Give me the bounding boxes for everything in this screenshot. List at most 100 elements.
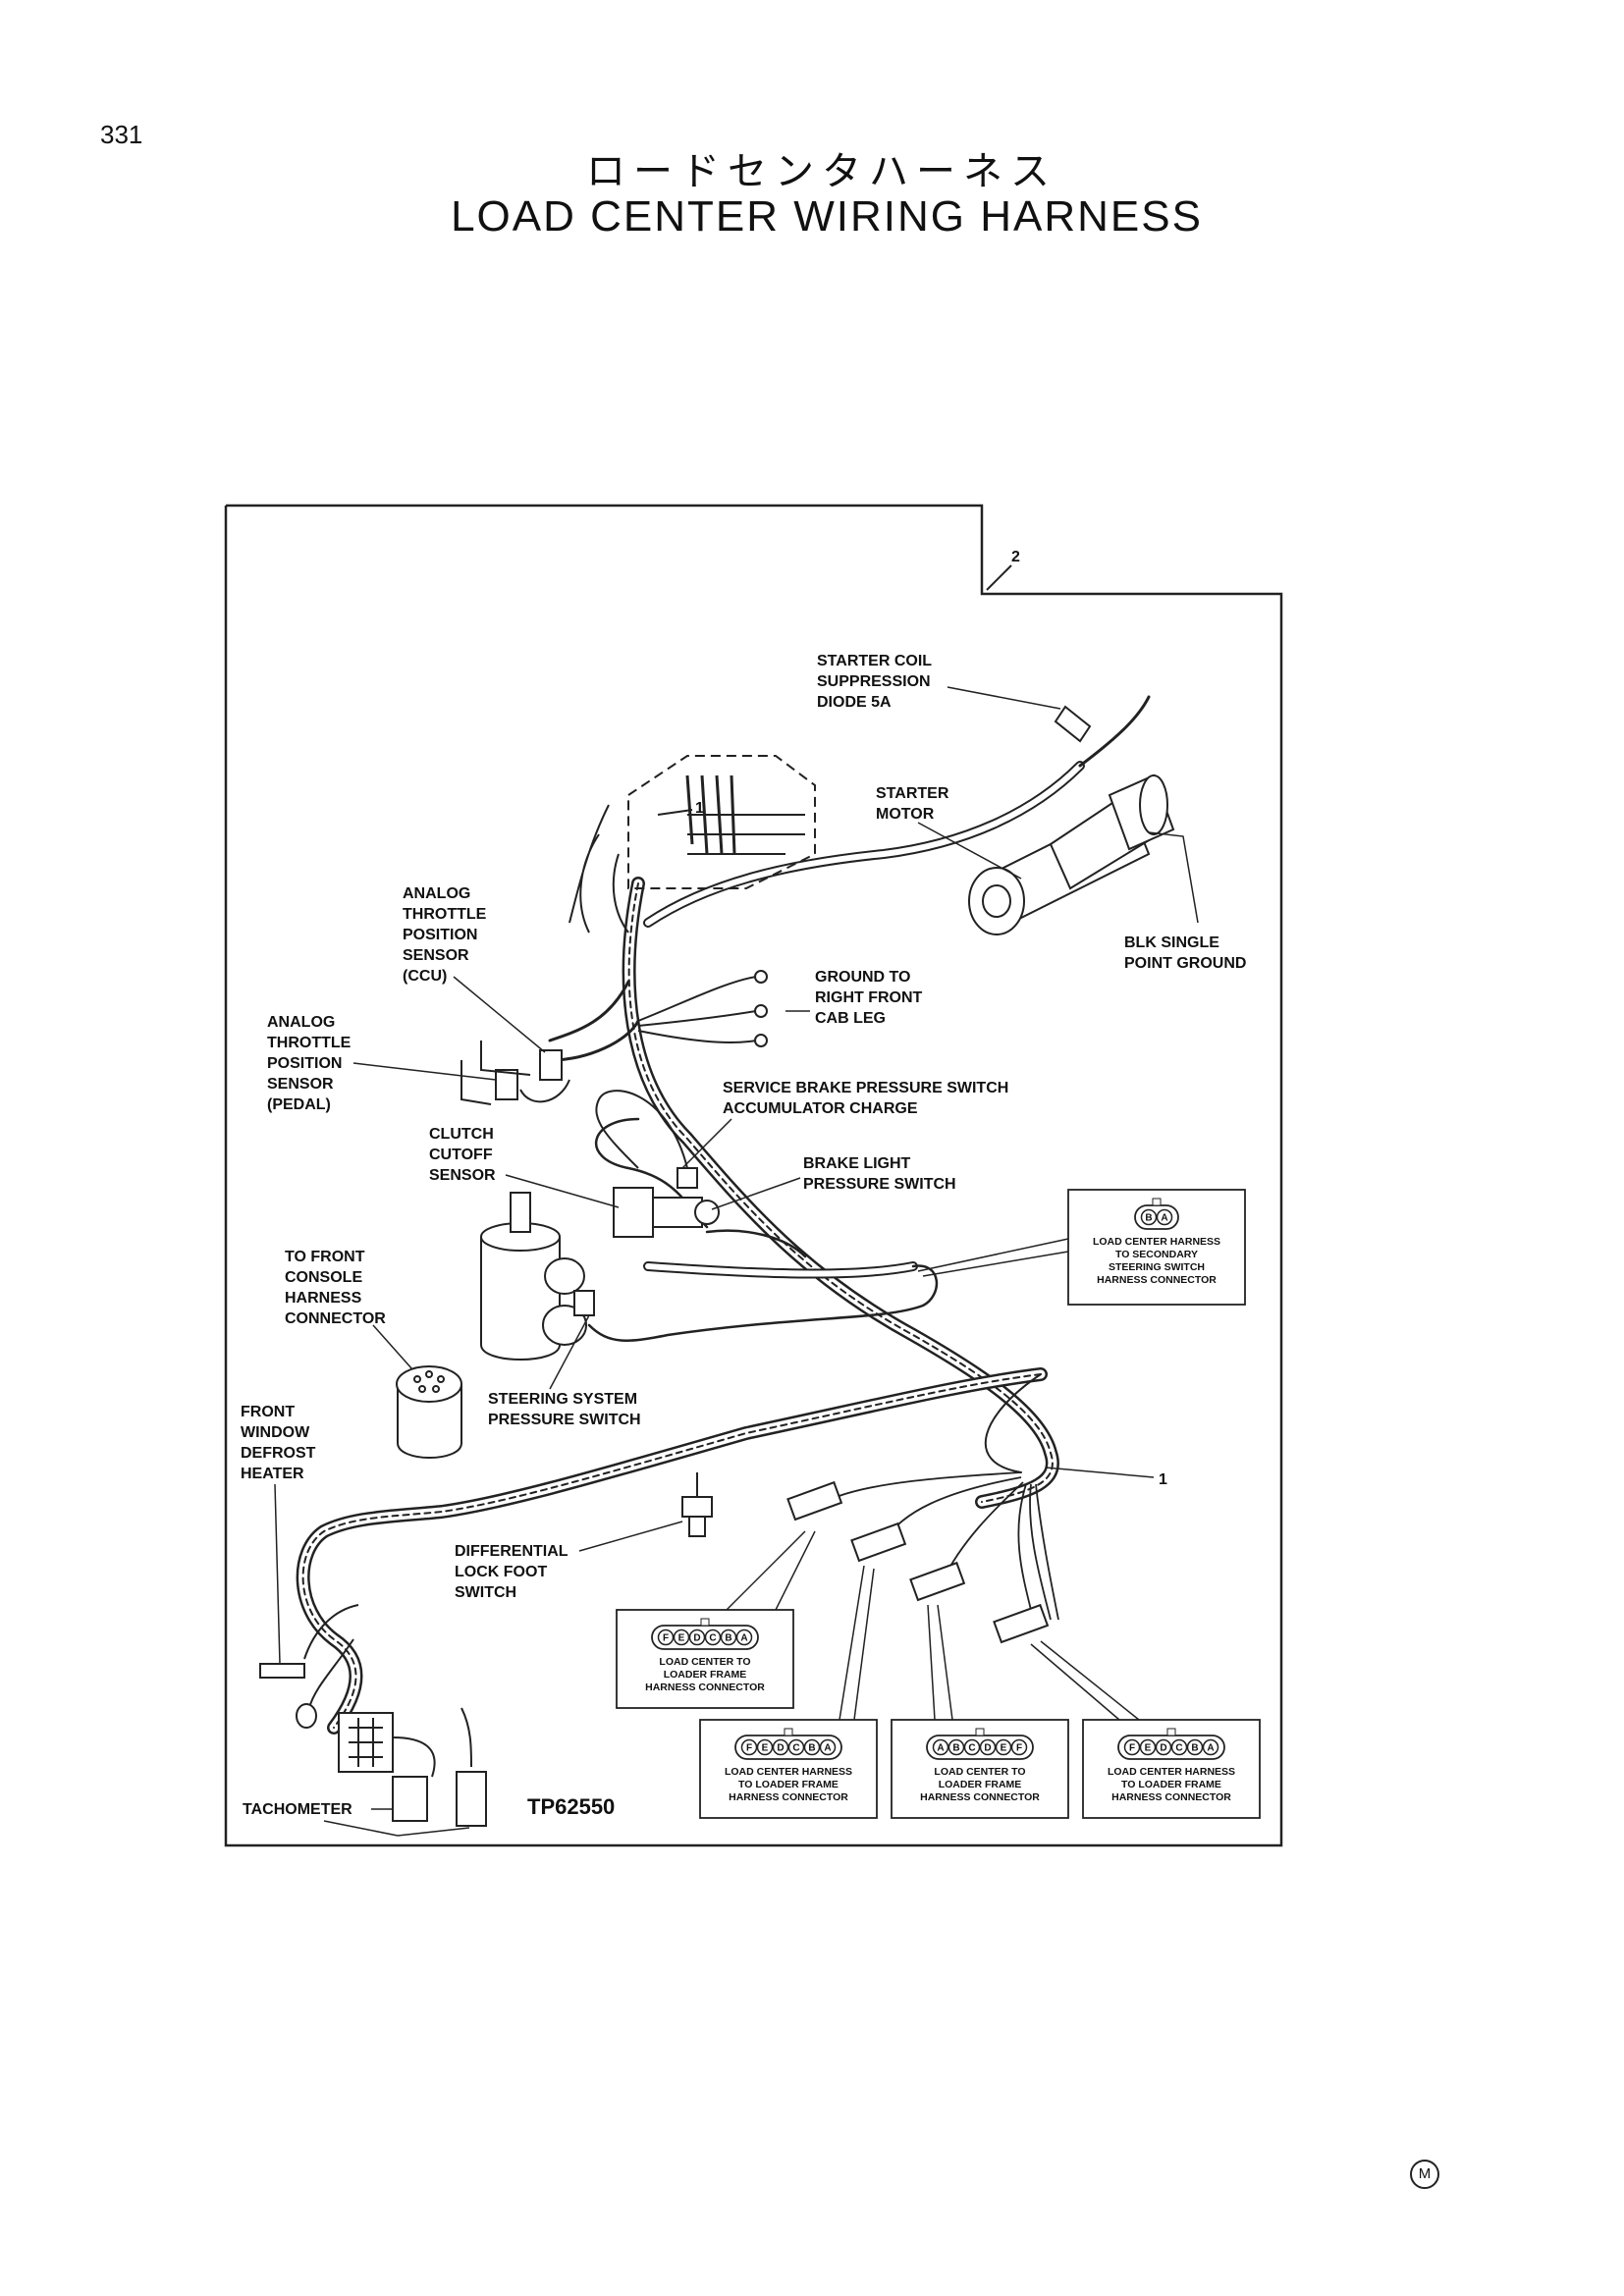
svg-text:SENSOR: SENSOR xyxy=(403,947,469,964)
svg-text:PRESSURE SWITCH: PRESSURE SWITCH xyxy=(488,1412,641,1428)
svg-text:SERVICE BRAKE PRESSURE SWITCH: SERVICE BRAKE PRESSURE SWITCH xyxy=(723,1080,1008,1096)
item1-leader xyxy=(1045,1467,1155,1478)
connector-caption-line: LOADER FRAME xyxy=(664,1669,747,1681)
connector-pin xyxy=(932,1738,949,1756)
starter-coil-diode xyxy=(1054,705,1092,743)
svg-text:POINT GROUND: POINT GROUND xyxy=(1124,955,1246,972)
item2-leader xyxy=(986,564,1012,591)
throttle-sensors xyxy=(460,1041,570,1105)
connector-pin-label: B xyxy=(1191,1743,1198,1754)
svg-text:WINDOW: WINDOW xyxy=(241,1424,310,1441)
diff-lock-label: DIFFERENTIAL LOCK FOOT SWITCH xyxy=(455,1521,683,1601)
service-brake-label: SERVICE BRAKE PRESSURE SWITCH ACCUMULATO… xyxy=(681,1080,1008,1169)
connector-caption-line: LOAD CENTER TO xyxy=(934,1766,1025,1778)
svg-text:CONSOLE: CONSOLE xyxy=(285,1269,362,1286)
svg-text:SUPPRESSION: SUPPRESSION xyxy=(817,673,931,690)
connector-pin-label: E xyxy=(762,1743,769,1754)
svg-text:THROTTLE: THROTTLE xyxy=(267,1035,352,1051)
connector-pin xyxy=(963,1738,981,1756)
svg-text:MOTOR: MOTOR xyxy=(876,806,935,823)
connector-pin xyxy=(947,1738,965,1756)
svg-text:CUTOFF: CUTOFF xyxy=(429,1147,493,1163)
connector-pin xyxy=(803,1738,821,1756)
connector-key xyxy=(1166,1728,1176,1736)
connector-pin xyxy=(673,1629,690,1646)
connector-key xyxy=(784,1728,793,1736)
brake-light-label: BRAKE LIGHT PRESSURE SWITCH xyxy=(711,1155,956,1210)
connector-pin-label: A xyxy=(1161,1213,1167,1224)
svg-text:DIODE 5A: DIODE 5A xyxy=(817,694,892,711)
connector-pin-label: C xyxy=(709,1633,716,1644)
connector-pin xyxy=(1139,1738,1157,1756)
connector-caption-line: LOAD CENTER HARNESS xyxy=(1108,1766,1235,1778)
main-harness xyxy=(296,695,1151,1735)
connector-pin xyxy=(1156,1208,1173,1226)
connector-caption-line: TO SECONDARY xyxy=(1115,1249,1198,1260)
svg-text:CONNECTOR: CONNECTOR xyxy=(285,1310,386,1327)
connector-caption-line: HARNESS CONNECTOR xyxy=(729,1791,848,1803)
connector-key xyxy=(700,1618,710,1627)
svg-text:STARTER: STARTER xyxy=(876,785,949,802)
connector-caption-line: STEERING SWITCH xyxy=(1109,1261,1205,1273)
defrost-heater-label: FRONT WINDOW DEFROST HEATER xyxy=(241,1404,316,1665)
connector-captions: LOAD CENTER HARNESS TO SECONDARYSTEERING … xyxy=(645,1236,1235,1803)
svg-text:SWITCH: SWITCH xyxy=(455,1584,516,1601)
svg-text:STARTER COIL: STARTER COIL xyxy=(817,653,932,669)
starter-motor-label: STARTER MOTOR xyxy=(876,785,1022,880)
loader-plugs xyxy=(786,1480,1050,1644)
connector-pin-label: A xyxy=(740,1633,747,1644)
connector-caption-line: LOAD CENTER HARNESS xyxy=(725,1766,852,1778)
connector-caption-line: HARNESS CONNECTOR xyxy=(920,1791,1040,1803)
tachometer-connector xyxy=(338,1707,487,1827)
connector-pin xyxy=(1140,1208,1158,1226)
blk-ground-label: BLK SINGLE POINT GROUND xyxy=(1124,831,1246,972)
connector-pin-label: B xyxy=(725,1633,731,1644)
connector-pin-label: E xyxy=(678,1633,685,1644)
tachometer-label: TACHOMETER xyxy=(243,1801,470,1837)
svg-text:THROTTLE: THROTTLE xyxy=(403,906,487,923)
throttle-pedal-label: ANALOG THROTTLE POSITION SENSOR (PEDAL) xyxy=(267,1014,497,1113)
connector-pin-label: B xyxy=(952,1743,959,1754)
connector-pin xyxy=(704,1629,722,1646)
connector-pin-label: C xyxy=(792,1743,799,1754)
svg-text:POSITION: POSITION xyxy=(267,1055,342,1072)
connector-pin-label: F xyxy=(663,1633,669,1644)
connector-pin-label: D xyxy=(693,1633,700,1644)
svg-text:CLUTCH: CLUTCH xyxy=(429,1126,494,1143)
connector-key xyxy=(975,1728,985,1736)
connector-pin xyxy=(787,1738,805,1756)
connector-pin-label: E xyxy=(1145,1743,1152,1754)
connector-pin-label: D xyxy=(984,1743,991,1754)
connector-leaders xyxy=(726,1238,1140,1721)
connector-pin xyxy=(1155,1738,1172,1756)
connector-pin-label: F xyxy=(1129,1743,1135,1754)
connector-pin xyxy=(740,1738,758,1756)
svg-text:(PEDAL): (PEDAL) xyxy=(267,1096,331,1113)
svg-text:TO FRONT: TO FRONT xyxy=(285,1249,365,1265)
connector-caption-line: LOADER FRAME xyxy=(939,1779,1022,1790)
svg-text:ACCUMULATOR CHARGE: ACCUMULATOR CHARGE xyxy=(723,1100,918,1117)
svg-text:HARNESS: HARNESS xyxy=(285,1290,362,1307)
connector-pin xyxy=(756,1738,774,1756)
diagram-frame xyxy=(224,504,1283,1847)
connector-pin xyxy=(735,1629,753,1646)
starter-coil-diode-label: STARTER COIL SUPPRESSION DIODE 5A xyxy=(817,653,1061,711)
svg-text:TACHOMETER: TACHOMETER xyxy=(243,1801,352,1818)
svg-text:BRAKE LIGHT: BRAKE LIGHT xyxy=(803,1155,911,1172)
connector-caption-line: TO LOADER FRAME xyxy=(1121,1779,1221,1790)
trademark-mark: M xyxy=(1410,2160,1439,2189)
connector-pin xyxy=(979,1738,997,1756)
svg-text:FRONT: FRONT xyxy=(241,1404,295,1420)
connector-pin xyxy=(1010,1738,1028,1756)
connector-pin-label: A xyxy=(937,1743,944,1754)
figure-id: TP62550 xyxy=(527,1794,615,1819)
connector-caption-line: HARNESS CONNECTOR xyxy=(645,1682,765,1693)
